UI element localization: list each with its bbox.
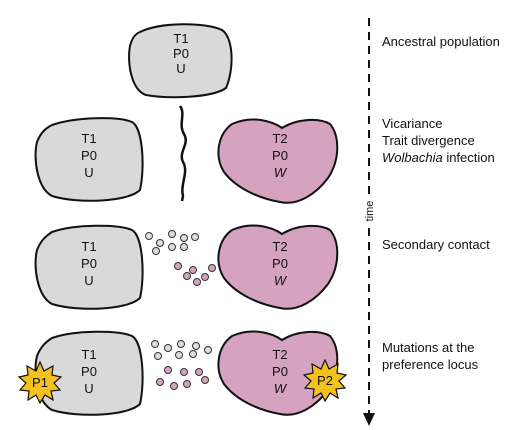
time-axis: time — [360, 18, 378, 426]
trait-divergence-label: Trait divergence — [382, 133, 475, 148]
stage-secondary-contact: T1 P0 U T2 P0 W — [34, 224, 339, 310]
wolbachia-infection-label: Wolbachia infection — [382, 149, 495, 166]
secondary-contact-text: Secondary contact — [382, 237, 490, 252]
left-infection: U — [84, 165, 93, 180]
left-trait: T1 — [81, 239, 96, 254]
left-population-blob — [34, 330, 144, 416]
right-preference: P0 — [272, 256, 288, 271]
label-secondary-contact: Secondary contact — [382, 236, 490, 253]
ancestral-infection: U — [176, 61, 185, 76]
right-preference: P0 — [272, 148, 288, 163]
left-population-blob — [34, 224, 144, 310]
label-mutations-block: Mutations at the preference locus — [382, 339, 478, 373]
right-trait: T2 — [272, 131, 287, 146]
left-trait: T1 — [81, 347, 96, 362]
mutation-label-p2: P2 — [317, 373, 333, 388]
infection-word: infection — [442, 150, 495, 165]
left-preference: P0 — [81, 256, 97, 271]
arrow-down-icon — [363, 413, 375, 426]
ancestral-blob — [128, 23, 233, 99]
left-infection: U — [84, 273, 93, 288]
label-vicariance-block: Vicariance Trait divergence Wolbachia in… — [382, 115, 495, 166]
ancestral-preference: P0 — [173, 46, 189, 61]
migrant-dots — [145, 230, 216, 286]
right-infection: W — [274, 381, 288, 396]
right-population-blob — [217, 224, 339, 310]
right-trait: T2 — [272, 239, 287, 254]
ancestral-trait: T1 — [173, 31, 188, 46]
ancestral-population: T1 P0 U — [128, 23, 233, 99]
mutation-star-p1: P1 — [17, 360, 63, 405]
barrier-line — [178, 105, 187, 202]
time-label: time — [364, 201, 376, 222]
stage-vicariance: T1 P0 U T2 P0 W — [34, 105, 339, 204]
label-ancestral-population: Ancestral population — [382, 33, 500, 50]
ancestral-label-text: Ancestral population — [382, 34, 500, 49]
mutations-line2: preference locus — [382, 357, 479, 372]
right-trait: T2 — [272, 347, 287, 362]
mutation-label-p1: P1 — [32, 375, 48, 390]
mutation-star-p2: P2 — [302, 358, 348, 403]
migrant-dots — [151, 340, 212, 390]
right-infection: W — [274, 273, 288, 288]
right-infection: W — [274, 165, 288, 180]
right-population-blob — [217, 118, 339, 204]
left-preference: P0 — [81, 148, 97, 163]
starburst-icon — [302, 358, 348, 403]
wolbachia-italic: Wolbachia — [382, 150, 443, 165]
left-population-blob — [34, 117, 144, 202]
left-infection: U — [84, 381, 93, 396]
left-trait: T1 — [81, 131, 96, 146]
left-preference: P0 — [81, 364, 97, 379]
right-preference: P0 — [272, 364, 288, 379]
starburst-icon — [17, 360, 63, 405]
stage-mutations: T1 P0 U T2 P0 W P1 — [17, 330, 348, 416]
vicariance-label: Vicariance — [382, 116, 443, 131]
mutations-line1: Mutations at the — [382, 340, 475, 355]
